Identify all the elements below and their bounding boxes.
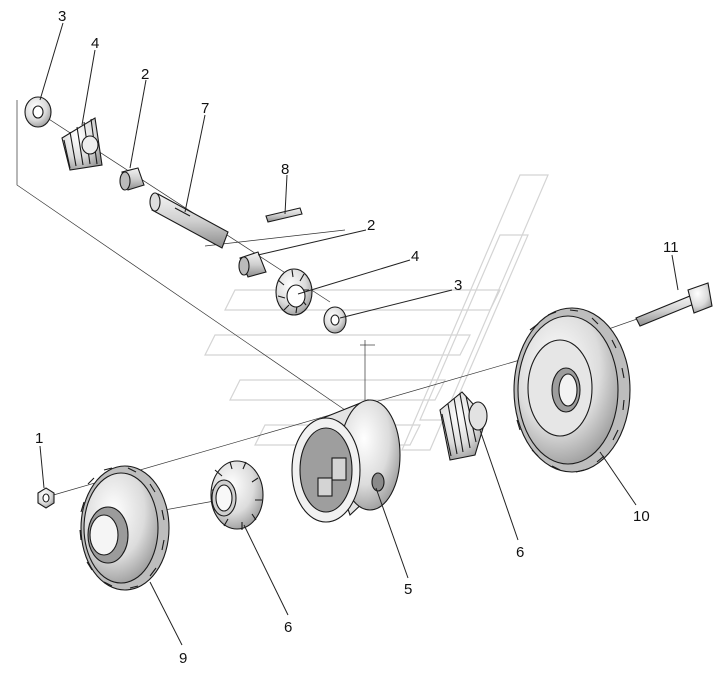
callout-9: 9 [179,650,187,667]
part-11-bolt [635,282,713,327]
callout-6-right: 6 [516,544,524,561]
callout-2-middle: 2 [367,217,375,234]
part-2-bushing-top [119,167,145,191]
part-8-pin [265,207,303,223]
part-4-bevel-pinion-middle [275,268,313,316]
leader-lines [39,22,679,646]
callout-labels: 3 4 2 7 8 2 4 3 11 1 10 6 5 6 9 [35,8,679,667]
callout-2-top: 2 [141,66,149,83]
callout-10: 10 [633,508,650,525]
part-10-large-gear [513,307,631,473]
part-6-bevel-gear-left [210,460,264,530]
callout-3-top: 3 [58,8,66,25]
part-2-bushing-middle [238,251,267,278]
part-4-bevel-pinion-top [61,117,103,171]
part-6-bevel-gear-right [439,391,488,461]
callout-8: 8 [281,161,289,178]
part-1-nut [37,487,55,509]
callout-7: 7 [201,100,209,117]
callout-11: 11 [663,239,679,256]
callout-4-middle: 4 [411,248,419,265]
callout-6-left: 6 [284,619,292,636]
callout-5: 5 [404,581,412,598]
part-3-washer-middle [323,306,347,334]
part-3-washer-top [24,96,52,128]
callout-4-top: 4 [91,35,99,52]
part-7-shaft [149,192,229,249]
part-5-differential-housing [291,399,401,523]
part-9-spur-gear [79,465,170,591]
callout-1: 1 [35,430,43,447]
callout-3-middle: 3 [454,277,462,294]
